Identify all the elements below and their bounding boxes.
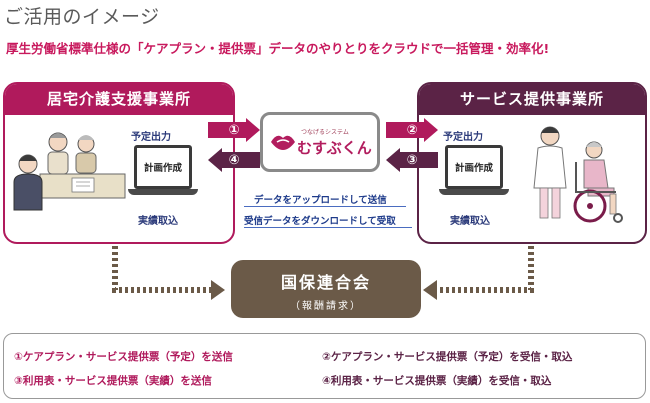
kokuho-name: 国保連合会 <box>280 273 371 292</box>
kokuho-connectors <box>112 246 534 300</box>
care-manager-office-title: 居宅介護支援事業所 <box>5 84 233 115</box>
arrow-4-icon <box>208 148 260 172</box>
kokuho-box: 国保連合会 （報酬請求） <box>231 260 421 318</box>
arrow-3-number: ③ <box>406 152 418 168</box>
kokuho-sub: （報酬請求） <box>290 301 362 312</box>
arrow-3-icon <box>386 148 438 172</box>
download-underline <box>244 227 412 228</box>
handshake-logo-icon <box>271 135 295 150</box>
arrow-1-number: ① <box>228 122 240 138</box>
service-provider-title: サービス提供事業所 <box>419 84 645 115</box>
logo-tagline: つなげるシステム <box>301 129 349 136</box>
legend-item-2: ②ケアプラン・サービス提供票（予定）を受信・取込 <box>322 351 573 363</box>
legend-item-3: ③利用表・サービス提供票（実績）を送信 <box>14 375 212 387</box>
right-to-kokuho-arrow-icon <box>423 280 437 300</box>
left-output-label: 予定出力 <box>131 132 171 143</box>
arrow-4-number: ④ <box>228 152 240 168</box>
left-input-label: 実績取込 <box>138 216 178 227</box>
legend-item-1: ①ケアプラン・サービス提供票（予定）を送信 <box>14 351 233 363</box>
arrow-1-icon <box>208 118 260 142</box>
arrow-2-number: ② <box>406 122 418 138</box>
left-laptop-screen: 計画作成 <box>134 145 192 189</box>
arrow-2-icon <box>386 118 438 142</box>
subtitle: 厚生労働省標準仕様の「ケアプラン・提供票」データのやりとりをクラウドで一括管理・… <box>6 41 550 56</box>
left-to-kokuho-arrow-icon <box>211 280 225 300</box>
right-output-label: 予定出力 <box>443 132 483 143</box>
legend-item-4: ④利用表・サービス提供票（実績）を受信・取込 <box>322 375 552 387</box>
logo-name: むすぶくん <box>297 139 372 157</box>
page-title: ご活用のイメージ <box>4 6 160 28</box>
right-laptop-screen: 計画作成 <box>445 145 503 189</box>
legend-box <box>3 333 646 399</box>
upload-caption: データをアップロードして送信 <box>254 195 387 206</box>
left-screen-text: 計画作成 <box>143 163 182 174</box>
caregiver-wheelchair-icon <box>533 126 623 223</box>
exchange-arrows <box>208 118 438 172</box>
right-screen-text: 計画作成 <box>454 163 493 174</box>
right-laptop-base <box>439 189 509 195</box>
download-caption: 受信データをダウンロードして受取 <box>244 216 396 227</box>
meeting-illustration-icon <box>13 132 126 211</box>
musubukun-logo: つなげるシステム むすぶくん <box>260 112 380 172</box>
upload-underline <box>244 206 406 207</box>
left-laptop-base <box>128 189 198 195</box>
care-manager-office-panel: 居宅介護支援事業所 <box>3 82 235 244</box>
right-input-label: 実績取込 <box>450 216 490 227</box>
